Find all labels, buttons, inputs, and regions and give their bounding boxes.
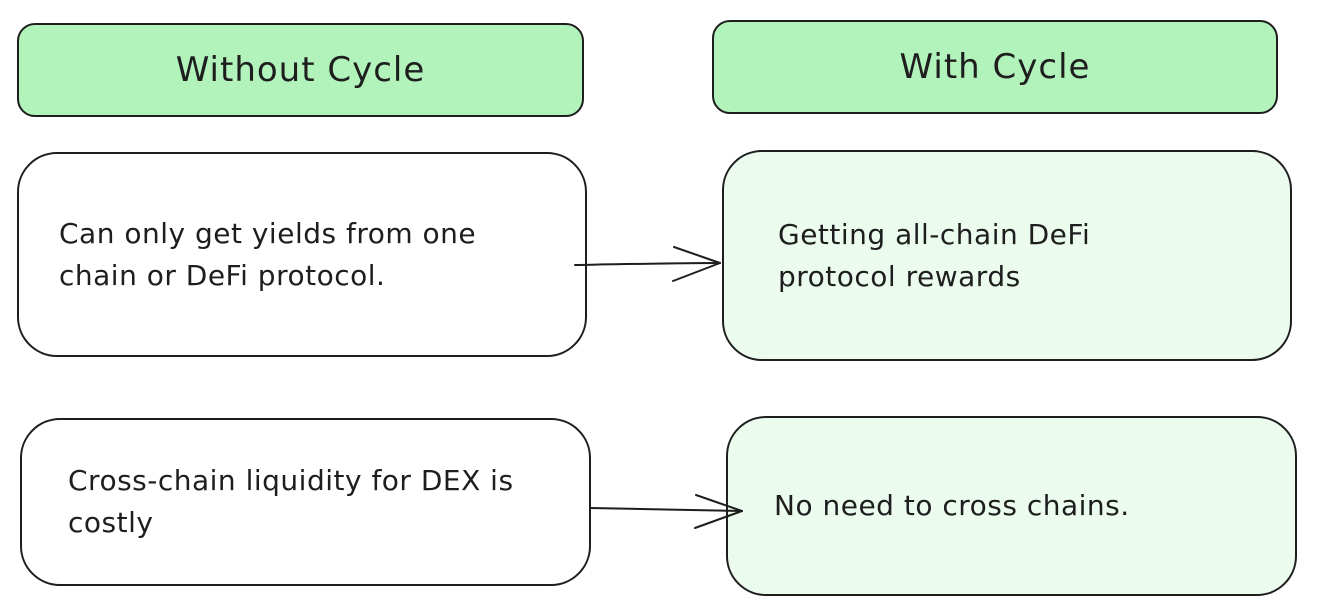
without-card-liquidity-text: Cross-chain liquidity for DEX is costly [68,464,514,539]
header-with-cycle-label: With Cycle [899,47,1091,87]
with-card-no-cross: No need to cross chains. [726,416,1297,596]
without-card-yields-text: Can only get yields from one chain or De… [59,216,477,292]
with-card-rewards-text: Getting all-chain DeFi protocol rewards [778,217,1091,293]
without-card-yields: Can only get yields from one chain or De… [17,152,587,357]
without-card-liquidity: Cross-chain liquidity for DEX is costly [20,418,591,586]
with-card-no-cross-text: No need to cross chains. [774,489,1130,522]
arrow-row-2 [589,494,743,529]
with-card-rewards: Getting all-chain DeFi protocol rewards [722,150,1292,361]
header-without-cycle-label: Without Cycle [175,50,426,90]
header-with-cycle: With Cycle [712,20,1278,114]
header-without-cycle: Without Cycle [17,23,584,117]
arrow-row-1 [574,246,721,282]
